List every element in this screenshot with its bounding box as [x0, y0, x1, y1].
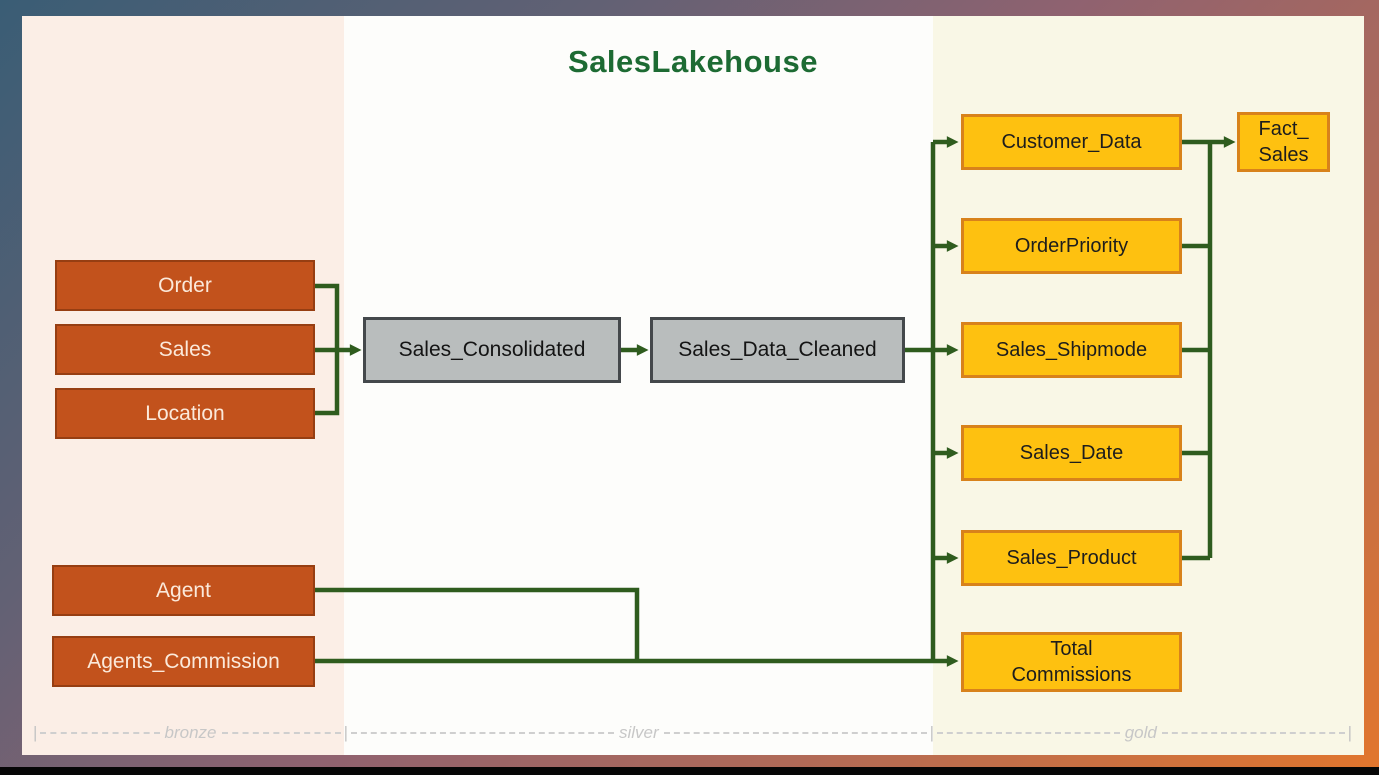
page-title: SalesLakehouse — [568, 44, 818, 79]
ruler-dashes — [937, 732, 1120, 734]
ruler-pipe: | — [33, 723, 38, 742]
ruler-dashes — [351, 732, 614, 734]
gold-zone-label: gold — [1124, 723, 1157, 742]
node-sales-product: Sales_Product — [961, 530, 1182, 586]
ruler-dashes — [221, 732, 341, 734]
zone-ruler-bronze: | bronze | — [33, 718, 348, 748]
zone-ruler-gold: gold | — [934, 718, 1352, 748]
zone-ruler-silver: silver | — [348, 718, 934, 748]
silver-zone-label: silver — [618, 723, 659, 742]
silver-zone-background — [344, 16, 933, 755]
node-location: Location — [55, 388, 315, 439]
node-agent: Agent — [52, 565, 315, 616]
bronze-zone-label: bronze — [164, 723, 217, 742]
bottom-black-bar — [0, 767, 1379, 775]
ruler-dashes — [40, 732, 160, 734]
node-order: Order — [55, 260, 315, 311]
ruler-dashes — [663, 732, 927, 734]
node-total-commissions: Total Commissions — [961, 632, 1182, 692]
node-customer-data: Customer_Data — [961, 114, 1182, 170]
node-agents-commission: Agents_Commission — [52, 636, 315, 687]
ruler-dashes — [1161, 732, 1345, 734]
node-sales: Sales — [55, 324, 315, 375]
node-sales-date: Sales_Date — [961, 425, 1182, 481]
node-fact-sales: Fact_ Sales — [1237, 112, 1330, 172]
ruler-pipe: | — [1347, 723, 1352, 742]
node-sales-consolidated: Sales_Consolidated — [363, 317, 621, 383]
node-sales-data-cleaned: Sales_Data_Cleaned — [650, 317, 905, 383]
ruler-pipe: | — [343, 723, 349, 742]
ruler-pipe: | — [929, 723, 934, 742]
bronze-zone-background — [22, 16, 344, 755]
node-sales-shipmode: Sales_Shipmode — [961, 322, 1182, 378]
node-order-priority: OrderPriority — [961, 218, 1182, 274]
